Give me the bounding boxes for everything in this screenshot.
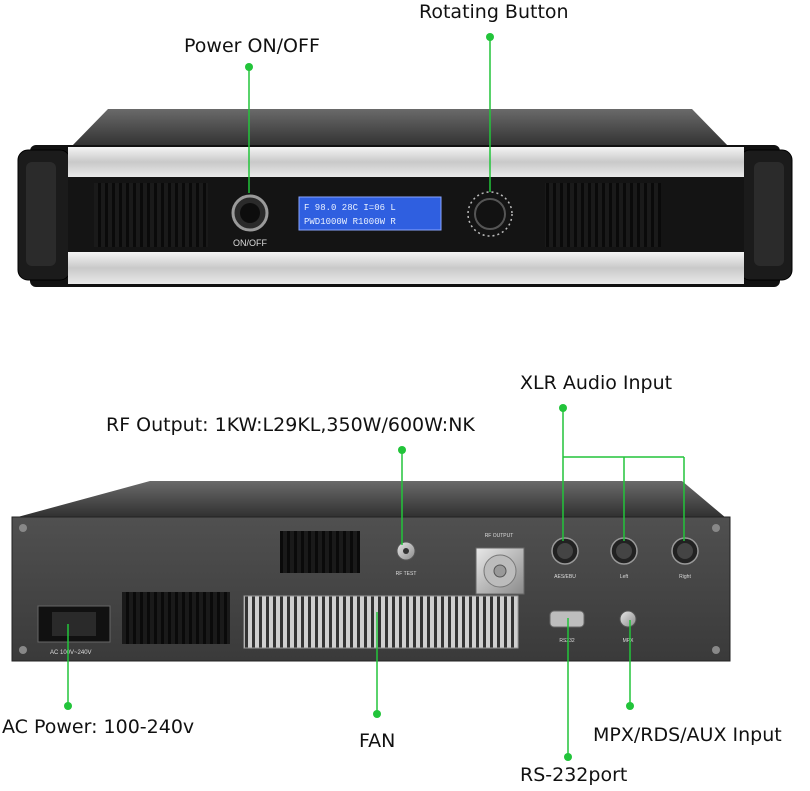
- xlr-right-connector-icon: [671, 537, 699, 565]
- rear-top-vents: [280, 531, 360, 573]
- lcd-line-2: PWD1000W R1000W R: [304, 217, 396, 227]
- rotating-callout-dot: [486, 33, 494, 41]
- front-right-vents: [545, 183, 661, 247]
- rf-output-label: RF OUTPUT: [485, 533, 514, 539]
- callout-label-power: Power ON/OFF: [184, 35, 320, 57]
- fan-grille: [243, 595, 519, 649]
- screw-icon: [19, 646, 27, 654]
- ac-inlet-label: AC 100V~240V: [50, 650, 92, 656]
- right-label: Right: [679, 574, 691, 580]
- xlr-left-connector-icon: [610, 537, 638, 565]
- lcd-line-1: F 98.0 28C I=06 L: [304, 203, 396, 213]
- rs232-connector-icon: [549, 610, 585, 628]
- callout-label-ac-power: AC Power: 100-240v: [2, 716, 195, 738]
- rear-panel: AC 100V~240V RF TEST RF OUTPUT AES/EBU L…: [11, 481, 731, 662]
- rf-test-label: RF TEST: [396, 571, 417, 577]
- right-handle-grip: [754, 162, 784, 266]
- power-callout-dot: [245, 63, 253, 71]
- screw-icon: [712, 524, 720, 532]
- mpx-label: MPX: [623, 638, 635, 644]
- switch-label: ON/OFF: [233, 238, 267, 248]
- mpx-bnc-icon: [619, 610, 637, 628]
- front-panel: ON/OFF F 98.0 28C I=06 L PWD1000W R1000W…: [17, 109, 793, 287]
- rotating-knob-icon: [474, 198, 506, 230]
- rs232-label: RS232: [559, 638, 575, 644]
- front-left-vents: [94, 183, 208, 247]
- screw-icon: [19, 524, 27, 532]
- ac-inlet-socket: [52, 612, 96, 636]
- rear-left-vents: [122, 592, 230, 644]
- callout-label-rf-output: RF Output: 1KW:L29KL,350W/600W:NK: [106, 414, 475, 436]
- screw-icon: [712, 646, 720, 654]
- left-handle-grip: [26, 162, 56, 266]
- left-label: Left: [620, 574, 629, 580]
- callout-label-rotating-button: Rotating Button: [419, 1, 569, 23]
- rear-top-cover: [14, 481, 726, 518]
- power-switch-center: [240, 203, 260, 223]
- lcd-display: [298, 196, 442, 231]
- front-top-cover: [70, 109, 730, 148]
- callout-label-mpx: MPX/RDS/AUX Input: [593, 724, 782, 746]
- rear-callouts: [64, 404, 685, 761]
- xlr-aes-connector-icon: [551, 537, 579, 565]
- front-top-silver-strip: [68, 147, 744, 177]
- front-callouts: [245, 33, 494, 193]
- front-bottom-silver-strip: [68, 252, 744, 284]
- knob-scale: [467, 191, 513, 237]
- aes-label: AES/EBU: [554, 574, 576, 580]
- callout-label-rs232: RS-232port: [520, 764, 628, 786]
- callout-label-fan: FAN: [359, 730, 396, 752]
- callout-label-xlr: XLR Audio Input: [520, 372, 673, 394]
